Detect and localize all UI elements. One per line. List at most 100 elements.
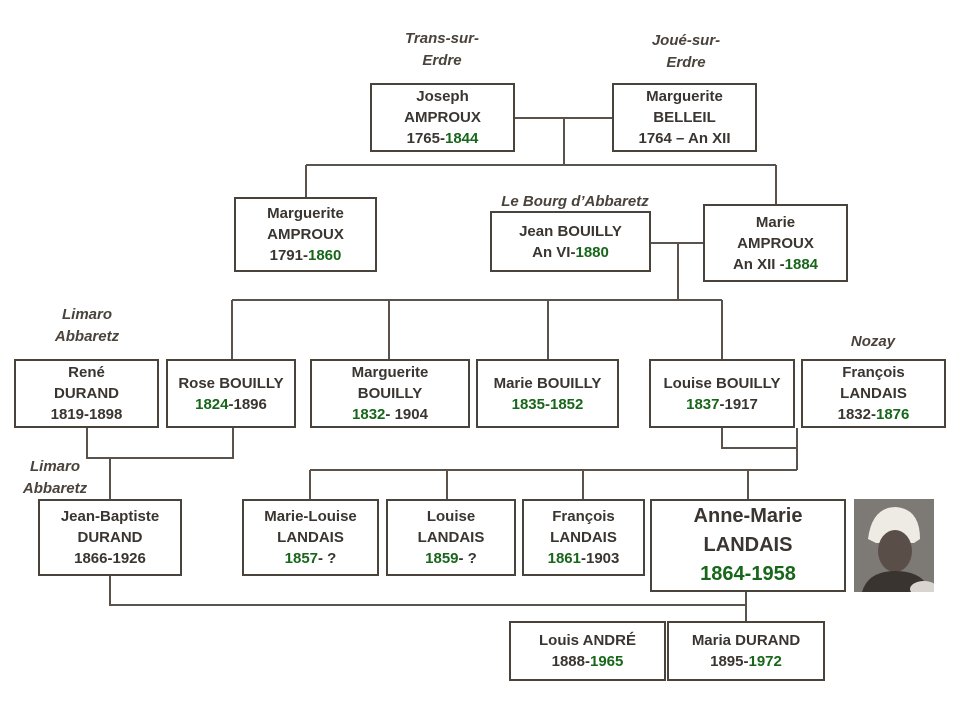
person-text-line: François [552, 506, 615, 527]
person-text: AMPROUX [404, 109, 481, 126]
person-text: - ? [318, 550, 337, 567]
line: 1791-1860 [270, 245, 342, 266]
person-text: Marguerite [351, 364, 429, 381]
line: 1861-1903 [548, 548, 620, 569]
person-text: Louis ANDRÉ [539, 632, 636, 649]
line: BOUILLY [358, 383, 422, 404]
person-text: AMPROUX [737, 234, 814, 252]
person-text: Jean BOUILLY [519, 222, 622, 240]
person-text: 1866-1926 [74, 550, 146, 567]
line: LANDAIS [550, 527, 617, 548]
person-text: Joseph [416, 88, 469, 105]
person-text: LANDAIS [417, 529, 485, 546]
person-text: BELLEIL [653, 109, 716, 126]
person-text: An VI- [532, 243, 576, 261]
green-date: 1859 [425, 550, 459, 567]
line: LANDAIS [277, 527, 344, 548]
person-box-marie-bouilly: Marie BOUILLY 1835-1852 [476, 359, 619, 428]
person-text: Anne-Marie [693, 505, 803, 527]
person-text: - 1904 [385, 406, 428, 423]
person-text: Marie BOUILLY [493, 374, 602, 392]
person-text: DURAND [54, 385, 119, 402]
line: 1835-1852 [512, 394, 584, 415]
person-text-line: 1764 – An XII [639, 128, 731, 149]
green-date: 1861 [547, 550, 581, 567]
place-label-limaro1: Limaro Abbaretz [54, 306, 120, 345]
green-date: 1837 [686, 395, 720, 413]
person-text: François [552, 508, 615, 525]
person-text-line: 1824-1896 [195, 394, 267, 415]
person-text: 1895- [710, 653, 749, 670]
person-text-line: Marie-Louise [264, 506, 357, 527]
person-text: -1917 [719, 395, 758, 413]
person-text-line: Marguerite [352, 362, 429, 383]
person-text: Marguerite [646, 88, 723, 105]
person-text: LANDAIS [550, 529, 617, 546]
person-text: An XII - [732, 255, 785, 273]
green-date: 1857 [284, 550, 319, 567]
place-label-joue: Joué-sur- Erdre [651, 32, 721, 71]
person-text: François [842, 364, 905, 381]
person-text-line: Marie [756, 212, 795, 233]
line: 1765-1844 [407, 128, 479, 149]
person-text-line: An VI-1880 [532, 242, 609, 263]
green-date: 1835-1852 [511, 395, 584, 413]
person-text: 1764 – An XII [638, 130, 731, 147]
place-label-bourg: Le Bourg d’Abbaretz [501, 193, 649, 210]
line: LANDAIS [418, 527, 485, 548]
person-text: 1819-1898 [50, 406, 123, 423]
person-text-line: Louise BOUILLY [664, 373, 781, 394]
person-box-louis-andre: Louis ANDRÉ 1888-1965 [509, 621, 666, 681]
green-date: 1860 [308, 247, 342, 264]
person-text-line: François [842, 362, 905, 383]
person-text: 1765- [406, 130, 445, 147]
person-text: -1896 [228, 395, 267, 413]
person-text: Maria DURAND [691, 632, 801, 649]
green-date: 1844 [445, 130, 479, 147]
place-label-nozay: Nozay [850, 333, 896, 350]
line: 1857- ? [285, 548, 337, 569]
person-text-line: Maria DURAND [692, 630, 800, 651]
green-date: 1832 [352, 406, 386, 423]
person-text: 1791- [269, 247, 308, 264]
line: 1832- 1904 [352, 404, 428, 425]
person-text: 1888- [551, 653, 590, 670]
person-text: Marguerite [267, 205, 344, 222]
person-text-line: Anne-Marie [694, 502, 803, 531]
line: 1859- ? [425, 548, 477, 569]
person-text: Marie [755, 213, 796, 231]
line: AMPROUX [737, 233, 814, 254]
green-date: 1965 [590, 653, 624, 670]
person-text-line: 1864-1958 [700, 560, 796, 589]
green-date: 1972 [748, 653, 782, 670]
green-date: 1876 [876, 406, 910, 423]
person-text: -1903 [581, 550, 620, 567]
portrait-photo-anne-marie [854, 499, 934, 592]
green-date: 1864-1958 [700, 563, 796, 585]
person-text: DURAND [77, 529, 143, 546]
person-text: René [68, 364, 105, 381]
green-date: 1884 [784, 255, 819, 273]
person-text: Jean-Baptiste [60, 508, 160, 525]
person-text-line: Rose BOUILLY [178, 373, 283, 394]
person-text: AMPROUX [267, 226, 344, 243]
line: AMPROUX [404, 107, 481, 128]
person-text: Marie-Louise [264, 508, 357, 525]
green-date: 1880 [575, 243, 609, 261]
person-text-line: Marguerite [267, 203, 344, 224]
person-text-line: Jean-Baptiste [61, 506, 159, 527]
person-text-line: 1819-1898 [51, 404, 123, 425]
person-text: - ? [458, 550, 477, 567]
